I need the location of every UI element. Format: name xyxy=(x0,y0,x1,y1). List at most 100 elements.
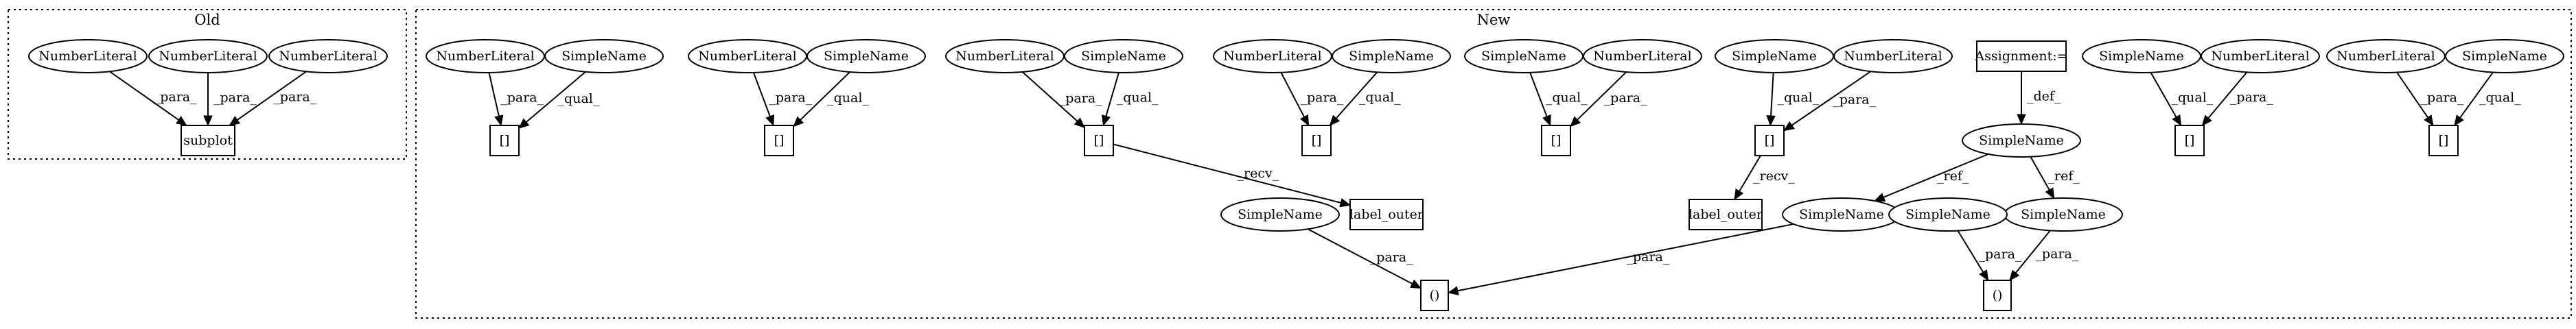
node-ellipse xyxy=(1833,39,1953,73)
edge-g6_br-to-lo2: _recv_ xyxy=(1734,155,1795,201)
edge-g7_nl-to-g7_br: _para_ xyxy=(2201,71,2273,126)
edge-line xyxy=(1280,72,1305,118)
simplename-node: SimpleName xyxy=(2445,39,2564,73)
simplename-node: SimpleName xyxy=(1782,197,1901,232)
array-access-node: [] xyxy=(489,125,520,156)
edge-sn_a-to-call1: _para_ xyxy=(1307,228,1422,289)
edge-line xyxy=(2396,72,2428,119)
node-label: subplot xyxy=(183,133,233,148)
edge-label: _qual_ xyxy=(1359,90,1401,105)
node-label: label_outer xyxy=(1349,207,1424,222)
node-label: [] xyxy=(2439,133,2449,148)
arrowhead xyxy=(1410,279,1422,289)
edge-g5_nl-to-g5_br: _para_ xyxy=(1570,71,1647,127)
edge-label: _para_ xyxy=(1979,247,2022,262)
edge-line xyxy=(1105,72,1119,117)
simplename-node: SimpleName xyxy=(2082,39,2201,73)
edge-line xyxy=(752,72,771,117)
arrowhead xyxy=(1074,117,1085,128)
assignment-node: Assignment:= xyxy=(1974,40,2068,72)
arrowhead xyxy=(1570,116,1581,127)
call-node: () xyxy=(1420,280,1449,311)
cluster-old: Old xyxy=(8,9,407,160)
edge-g8_nl-to-g8_br: _para_ xyxy=(2396,72,2464,127)
arrowhead xyxy=(175,116,187,126)
edge-label: _qual_ xyxy=(558,91,600,106)
simplename-node: SimpleName xyxy=(807,39,926,73)
edge-label: _recv_ xyxy=(1753,169,1795,184)
edge-label: _ref_ xyxy=(1937,169,1969,184)
node-label: NumberLiteral xyxy=(38,49,137,64)
node-label: [] xyxy=(1094,133,1104,148)
node-label: Assignment:= xyxy=(1974,49,2067,64)
edge-line xyxy=(109,71,179,121)
edge-label: _qual_ xyxy=(1117,90,1159,105)
simplename-node: SimpleName xyxy=(544,39,664,73)
node-ellipse xyxy=(1962,123,2081,158)
node-label: SimpleName xyxy=(1481,49,1566,64)
array-access-node: [] xyxy=(1541,125,1571,156)
arrowhead xyxy=(494,114,504,127)
node-label: () xyxy=(1430,288,1440,303)
edge-label: _para_ xyxy=(1604,90,1647,106)
array-access-node: [] xyxy=(1754,125,1785,156)
node-label: SimpleName xyxy=(1081,49,1166,64)
arrowhead xyxy=(1339,198,1351,208)
edge-label: _def_ xyxy=(2027,89,2061,104)
numberliteral-node: NumberLiteral xyxy=(688,39,807,73)
node-box xyxy=(1689,199,1763,230)
node-label: NumberLiteral xyxy=(1223,49,1321,64)
node-box xyxy=(764,125,794,156)
node-box xyxy=(1420,280,1449,311)
node-ellipse xyxy=(1064,39,1183,73)
arrowhead xyxy=(1299,114,1310,127)
numberliteral-node: NumberLiteral xyxy=(1583,39,1702,73)
arrowhead xyxy=(1734,188,1744,201)
node-box xyxy=(1541,125,1571,156)
arrowhead xyxy=(518,118,530,130)
edge-g7_sn-to-g7_br: _qual_ xyxy=(2150,72,2214,127)
arrowhead xyxy=(203,115,213,127)
edge-label: _para_ xyxy=(769,90,812,105)
arrowhead xyxy=(1447,286,1459,295)
arrowhead xyxy=(2172,114,2182,127)
node-label: NumberLiteral xyxy=(955,49,1054,64)
edge-label: _recv_ xyxy=(1238,166,1279,181)
numberliteral-node: NumberLiteral xyxy=(268,39,388,73)
edge-line xyxy=(2030,156,2050,191)
edge-line xyxy=(1957,230,1984,273)
node-label: SimpleName xyxy=(1238,207,1323,222)
node-label: SimpleName xyxy=(2021,207,2106,222)
edge-line xyxy=(1791,71,1872,126)
edge-sn_refL-to-call1: _para_ xyxy=(1447,223,1794,295)
edge-label: _para_ xyxy=(273,90,316,105)
node-box xyxy=(181,125,235,156)
edge-label: _qual_ xyxy=(2171,90,2213,105)
arrowhead xyxy=(1979,269,1989,282)
edge-line xyxy=(526,71,586,123)
edge-g2_sn-to-g2_br: _qual_ xyxy=(793,71,869,127)
node-box xyxy=(1983,280,2012,311)
numberliteral-node: NumberLiteral xyxy=(28,39,148,73)
node-label: SimpleName xyxy=(1905,207,1991,222)
edge-line xyxy=(1457,223,1794,292)
node-label: NumberLiteral xyxy=(1844,49,1942,64)
node-label: SimpleName xyxy=(824,49,909,64)
numberliteral-node: NumberLiteral xyxy=(148,39,268,73)
edge-label: _para_ xyxy=(1370,249,1413,265)
simplename-node: SimpleName xyxy=(1332,39,1451,73)
subplot-node: subplot xyxy=(181,125,235,156)
edge-line xyxy=(1336,71,1378,119)
edge-line xyxy=(2150,72,2177,118)
node-ellipse xyxy=(1888,197,2008,232)
edge-label: _para_ xyxy=(1626,249,1669,265)
edge-line xyxy=(1021,71,1078,122)
arrowhead xyxy=(2009,269,2020,281)
numberliteral-node: NumberLiteral xyxy=(2326,39,2446,73)
edge-g1_sn-to-g1_br: _qual_ xyxy=(518,71,600,130)
node-label: SimpleName xyxy=(2099,49,2184,64)
edge-sn_def-to-sn_refR: _ref_ xyxy=(2030,156,2080,199)
edge-label: _para_ xyxy=(1833,92,1876,107)
array-access-node: [] xyxy=(2174,125,2205,156)
